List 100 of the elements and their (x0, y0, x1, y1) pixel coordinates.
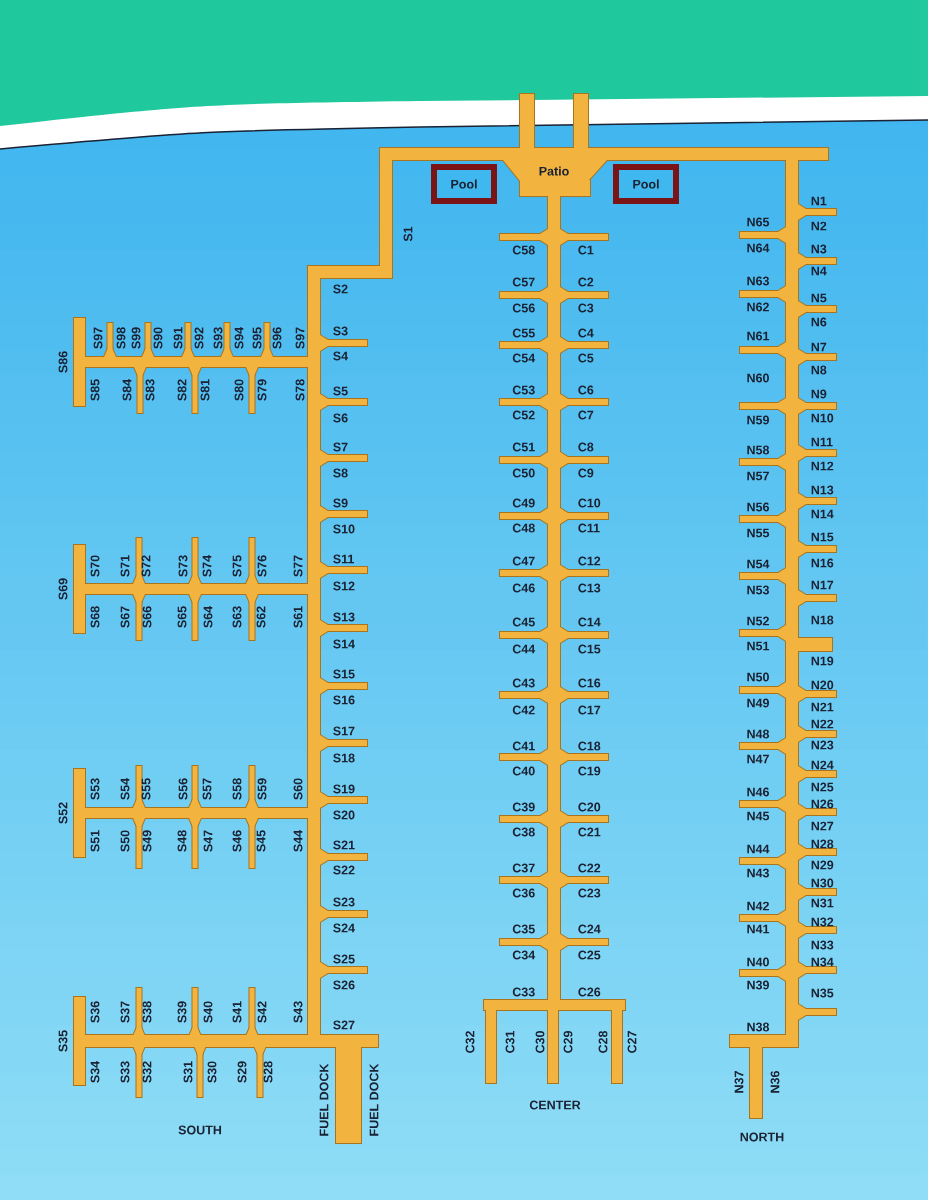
slip-number: N20 (811, 680, 834, 690)
slip-number: N50 (747, 672, 769, 682)
slip-number: N43 (747, 868, 769, 878)
slip-number: C58 (512, 245, 535, 255)
slip-number: N19 (811, 656, 834, 666)
dock-name: NORTH (740, 1132, 784, 1142)
slip-number: S48 (177, 830, 187, 852)
slip-number: S96 (272, 327, 282, 349)
slip-number: C41 (512, 741, 535, 751)
slip-number: N63 (747, 276, 769, 286)
slip-number: S4 (333, 351, 348, 361)
slip-number: S56 (178, 778, 188, 800)
slip-number: C25 (578, 950, 601, 960)
slip-number: N49 (747, 698, 769, 708)
slip-number: S17 (333, 726, 355, 736)
slip-number: C36 (512, 888, 535, 898)
slip-number: S32 (142, 1061, 152, 1083)
slip-number: C6 (578, 385, 594, 395)
slip-number: S93 (213, 327, 223, 349)
slip-number: S97 (93, 327, 103, 349)
slip-number: S28 (263, 1061, 273, 1083)
slip-number: S52 (58, 802, 68, 824)
slip-number: S99 (131, 327, 141, 349)
slip-number: C22 (578, 863, 601, 873)
slip-number: C51 (512, 442, 535, 452)
slip-number: N48 (747, 729, 770, 739)
slip-number: N35 (811, 988, 834, 998)
slip-number: S55 (141, 778, 151, 800)
slip-number: C54 (512, 353, 536, 363)
slip-number: N11 (811, 437, 833, 447)
slip-number: N37 (734, 1071, 744, 1093)
slip-number: C14 (578, 617, 601, 627)
slip-number: S69 (58, 578, 68, 600)
slip-number: C8 (578, 442, 594, 452)
slip-number: S33 (120, 1061, 130, 1083)
slip-number: N18 (811, 615, 834, 625)
slip-number: C30 (535, 1031, 545, 1053)
slip-number: C10 (578, 498, 601, 508)
slip-number: S54 (120, 777, 130, 800)
slip-number: S8 (333, 468, 348, 478)
slip-number: C3 (578, 303, 594, 313)
slip-number: N14 (811, 509, 834, 519)
slip-number: S86 (58, 351, 68, 373)
slip-number: S44 (293, 829, 303, 852)
slip-number: C28 (598, 1030, 608, 1053)
slip-number: S90 (153, 327, 163, 349)
slip-number: N62 (747, 302, 769, 312)
slip-number: N53 (747, 585, 769, 595)
slip-number: C19 (578, 766, 601, 776)
slip-number: C11 (578, 523, 600, 533)
slip-number: C39 (512, 802, 535, 812)
slip-number: S77 (293, 555, 303, 577)
slip-number: N15 (811, 532, 834, 542)
slip-number: S22 (333, 865, 355, 875)
slip-number: N4 (811, 266, 827, 276)
slip-number: N56 (747, 502, 769, 512)
slip-number: S80 (234, 379, 244, 401)
slip-number: N25 (811, 782, 834, 792)
dock-label: FUEL DOCK (319, 1063, 329, 1136)
slip-number: N5 (811, 293, 827, 303)
slip-number: S6 (333, 413, 348, 423)
slip-number: N39 (747, 980, 769, 990)
slip-number: S59 (257, 778, 267, 800)
slip-number: C27 (627, 1031, 637, 1053)
slip-number: S95 (252, 327, 262, 349)
slip-number: S24 (333, 923, 355, 933)
slip-number: N6 (811, 317, 827, 327)
slip-number: S9 (333, 498, 348, 508)
slip-number: S2 (333, 284, 348, 294)
slip-number: S82 (177, 379, 187, 401)
slip-number: S34 (90, 1060, 100, 1083)
slip-number: N36 (770, 1071, 780, 1093)
slip-number: S42 (257, 1001, 267, 1023)
slip-number: S1 (403, 226, 413, 242)
slip-number: N40 (747, 957, 769, 967)
slip-number: S3 (333, 326, 348, 336)
slip-number: S20 (333, 810, 355, 820)
slip-number: N61 (747, 331, 770, 341)
slip-number: N46 (747, 787, 769, 797)
slip-number: S61 (293, 606, 303, 628)
slip-number: N21 (811, 702, 834, 712)
slip-number: C15 (578, 644, 601, 654)
slip-number: C45 (512, 617, 535, 627)
slip-number: N65 (747, 217, 770, 227)
slip-number: S12 (333, 581, 355, 591)
slip-number: N57 (747, 471, 769, 481)
slip-number: S70 (90, 555, 100, 577)
slip-number: S25 (333, 954, 355, 964)
slip-number: S30 (207, 1061, 217, 1083)
slip-number: S37 (120, 1001, 130, 1023)
slip-number: C50 (512, 468, 535, 478)
slip-number: S27 (333, 1020, 355, 1030)
slip-number: N9 (811, 389, 827, 399)
slip-number: S53 (90, 778, 100, 800)
slip-number: C4 (578, 328, 594, 338)
slip-number: N38 (747, 1022, 770, 1032)
slip-number: C17 (578, 705, 601, 715)
slip-number: N55 (747, 528, 770, 538)
slip-number: C9 (578, 468, 594, 478)
slip-number: S50 (120, 830, 130, 852)
